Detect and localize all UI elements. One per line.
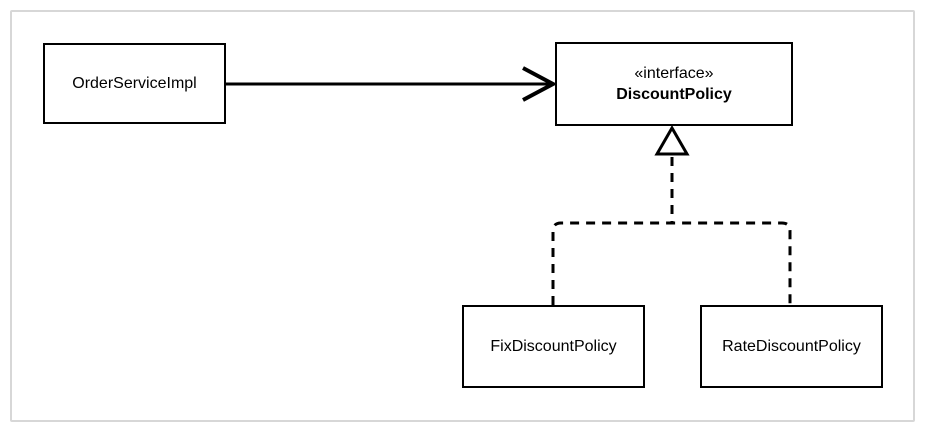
interface-stereotype: «interface» [634,65,714,82]
node-fix-discount-policy: FixDiscountPolicy [462,305,645,388]
open-arrowhead-icon [522,66,558,102]
node-label: DiscountPolicy [616,86,732,103]
node-order-service-impl: OrderServiceImpl [43,43,226,124]
node-label: OrderServiceImpl [72,75,197,92]
node-label: RateDiscountPolicy [722,338,861,355]
node-discount-policy-interface: «interface» DiscountPolicy [555,42,793,126]
realization-branch [551,221,792,305]
node-label: FixDiscountPolicy [490,338,617,355]
dependency-edge [226,66,558,102]
node-rate-discount-policy: RateDiscountPolicy [700,305,883,388]
hollow-triangle-icon [654,124,690,156]
